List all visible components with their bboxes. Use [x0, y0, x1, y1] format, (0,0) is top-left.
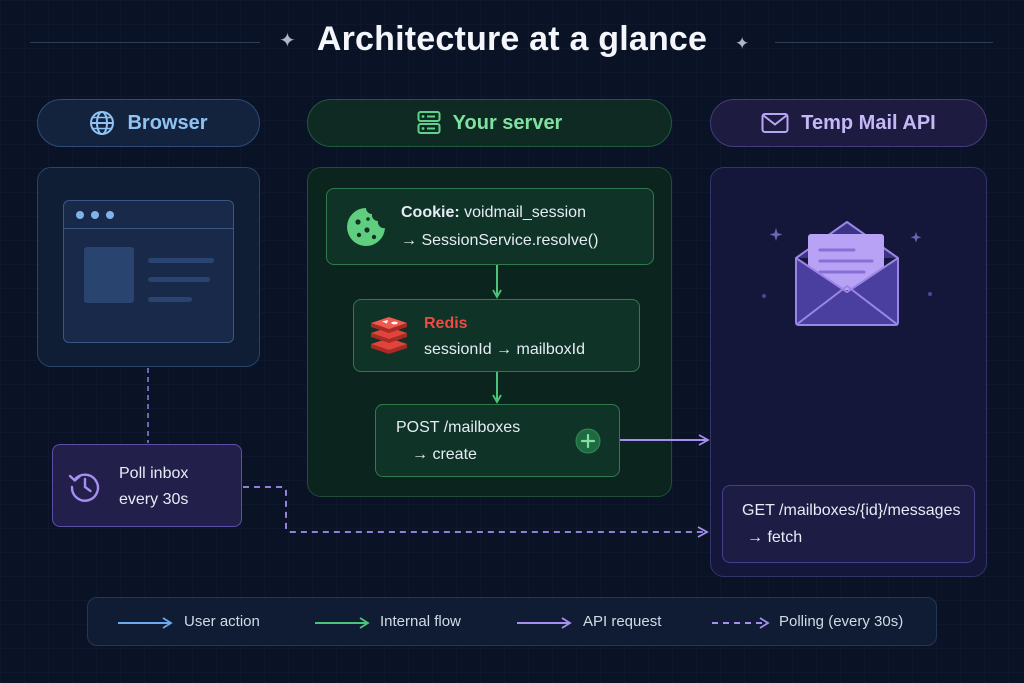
server-header-label: Your server	[452, 111, 563, 134]
poll-inbox-interval: every 30s	[119, 491, 189, 508]
cookie-card: Cookie: voidmail_session → SessionServic…	[326, 188, 654, 265]
api-header: Temp Mail API	[710, 99, 987, 147]
cookie-label: Cookie:	[401, 204, 460, 221]
browser-header-label: Browser	[127, 111, 208, 134]
post-endpoint-label: POST /mailboxes	[396, 419, 521, 436]
legend: User action Internal flow API request Po…	[87, 597, 937, 646]
title-rule-right	[775, 42, 993, 43]
content-line	[148, 258, 214, 263]
window-dot	[91, 211, 99, 219]
window-dot	[76, 211, 84, 219]
legend-api-request-line	[517, 617, 572, 629]
post-action-text: → create	[412, 446, 477, 463]
content-line	[148, 297, 192, 302]
legend-internal-flow-label: Internal flow	[380, 613, 461, 630]
sparkle-icon: ✦	[279, 30, 296, 52]
poll-inbox-title: Poll inbox	[119, 465, 189, 482]
open-envelope-icon	[762, 221, 932, 326]
clock-refresh-icon	[68, 473, 100, 502]
get-endpoint-label: GET /mailboxes/{id}/messages	[742, 502, 961, 519]
plus-icon	[575, 428, 601, 454]
redis-mapping-text: sessionId → mailboxId	[424, 341, 585, 358]
legend-polling-line	[712, 617, 770, 629]
legend-internal-flow-line	[315, 617, 370, 629]
redis-label: Redis	[424, 315, 468, 332]
legend-api-request-label: API request	[583, 613, 662, 630]
redis-card: Redis sessionId → mailboxId	[353, 299, 640, 372]
poll-inbox-card: Poll inbox every 30s	[52, 444, 242, 527]
server-header: Your server	[307, 99, 672, 147]
legend-user-action-label: User action	[184, 613, 260, 630]
legend-user-action-line	[118, 617, 173, 629]
cookie-name: voidmail_session	[464, 204, 586, 221]
globe-icon	[90, 111, 115, 135]
server-icon	[417, 111, 441, 134]
cookie-resolve-text: → SessionService.resolve()	[401, 232, 599, 249]
content-block	[84, 247, 134, 303]
legend-polling-label: Polling (every 30s)	[779, 613, 904, 630]
title-rule-left	[30, 42, 260, 43]
browser-window-illustration	[63, 200, 234, 343]
get-messages-card: GET /mailboxes/{id}/messages → fetch	[722, 485, 975, 563]
get-action-text: → fetch	[747, 529, 803, 546]
browser-title-bar	[64, 201, 233, 229]
envelope-icon	[761, 113, 789, 133]
poll-to-get-dashed-arrow	[243, 486, 709, 538]
page-title: Architecture at a glance	[316, 20, 708, 58]
sparkle-icon: ✦	[735, 34, 750, 53]
post-mailboxes-card: POST /mailboxes → create	[375, 404, 620, 477]
window-dot	[106, 211, 114, 219]
cookie-icon	[347, 208, 385, 246]
api-header-label: Temp Mail API	[801, 111, 936, 134]
browser-header: Browser	[37, 99, 260, 147]
redis-icon	[371, 317, 407, 354]
content-line	[148, 277, 210, 282]
